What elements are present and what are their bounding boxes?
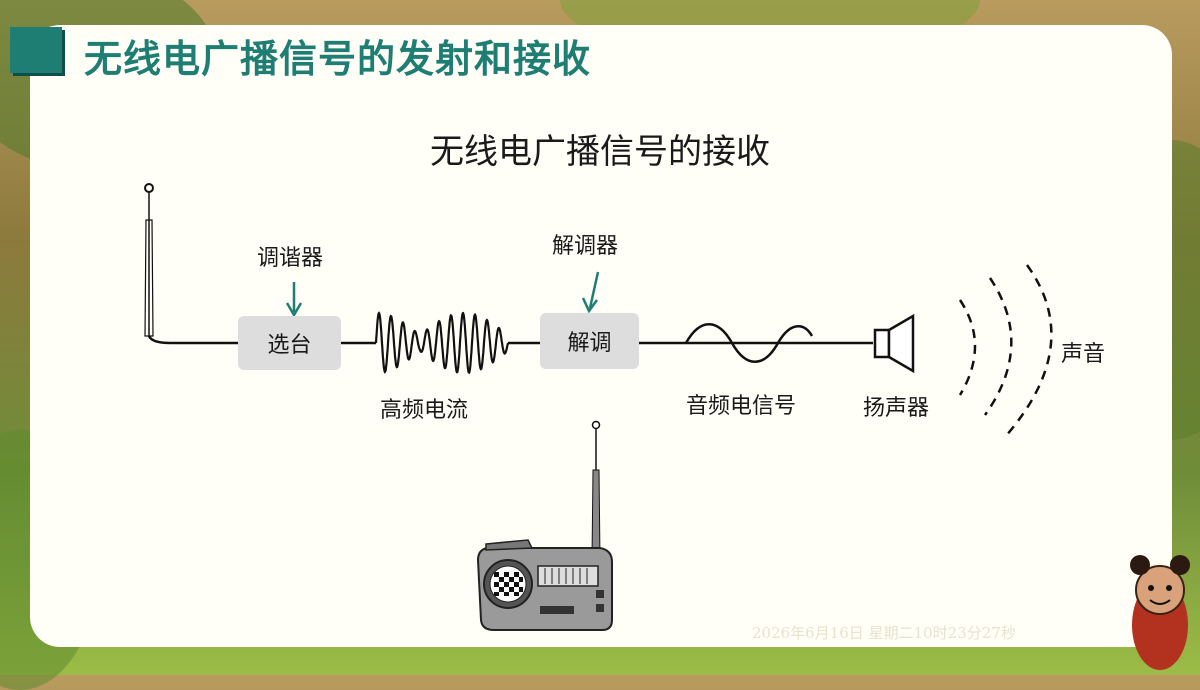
tuner-box: 选台 (238, 316, 341, 370)
page-title: 无线电广播信号的发射和接收 (84, 37, 592, 81)
hf-current-waveform (374, 311, 510, 375)
demodulator-arrow (581, 271, 600, 314)
timestamp: 2026年6月16日 星期二10时23分27秒 (752, 624, 1016, 642)
audio-signal-label: 音频电信号 (686, 394, 797, 419)
reception-diagram (144, 183, 1190, 670)
tuner-label: 调谐器 (257, 246, 324, 271)
demodulator-box: 解调 (540, 313, 639, 369)
radio-icon (476, 420, 613, 631)
speaker-label: 扬声器 (863, 396, 930, 421)
hf-current-label: 高频电流 (380, 398, 469, 423)
tuner-arrow (285, 282, 303, 318)
sound-waves (958, 264, 1053, 438)
speaker-icon (873, 313, 915, 374)
diagram-title: 无线电广播信号的接收 (430, 132, 770, 172)
antenna-icon (144, 183, 238, 345)
cartoon-character-icon (1130, 555, 1190, 670)
audio-signal-waveform (684, 323, 814, 363)
title-accent-block (10, 27, 62, 73)
demodulator-label: 解调器 (552, 234, 619, 259)
sound-label: 声音 (1061, 342, 1106, 367)
